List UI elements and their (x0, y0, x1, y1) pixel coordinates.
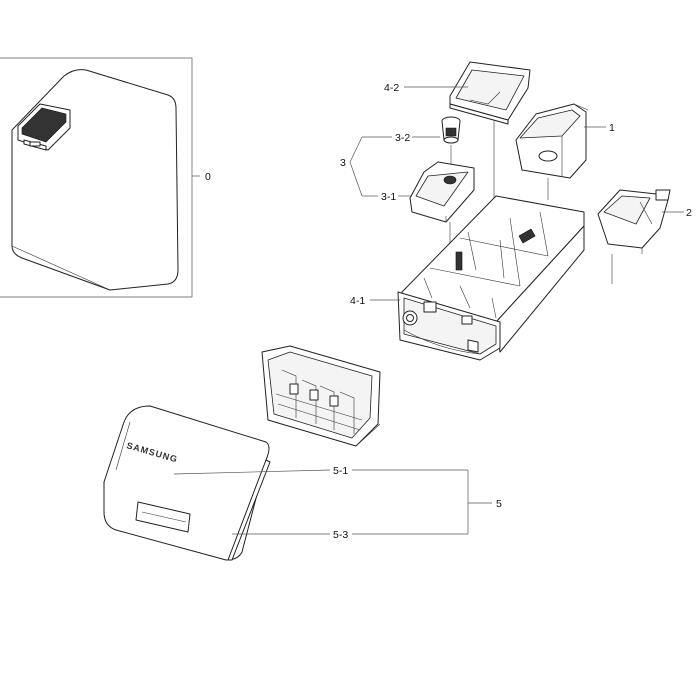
callout-1: 1 (609, 122, 615, 134)
callout-2: 2 (686, 207, 692, 219)
callout-5-3: 5-3 (333, 529, 348, 541)
callout-3-2: 3-2 (395, 132, 410, 144)
inset-frame (0, 57, 193, 298)
part-4-2-top-tray (449, 61, 531, 125)
callout-5-1: 5-1 (333, 465, 348, 477)
callout-4-2: 4-2 (384, 82, 399, 94)
callout-3-1: 3-1 (381, 191, 396, 203)
callout-4-1: 4-1 (350, 295, 365, 307)
part-2-prewash-cup (597, 189, 671, 254)
part-0-washer-body (11, 69, 179, 291)
part-1-detergent-cup (515, 103, 589, 179)
part-3-1-softener-cup (409, 161, 475, 223)
drawer-inner-frame (261, 345, 381, 447)
part-5-drawer-front-panel: SAMSUNG (103, 405, 271, 561)
part-3-2-siphon-cap (441, 116, 461, 144)
callout-0: 0 (205, 171, 211, 183)
callout-3: 3 (340, 157, 346, 169)
part-4-1-dispenser-housing (397, 195, 585, 361)
callout-5: 5 (496, 498, 502, 510)
